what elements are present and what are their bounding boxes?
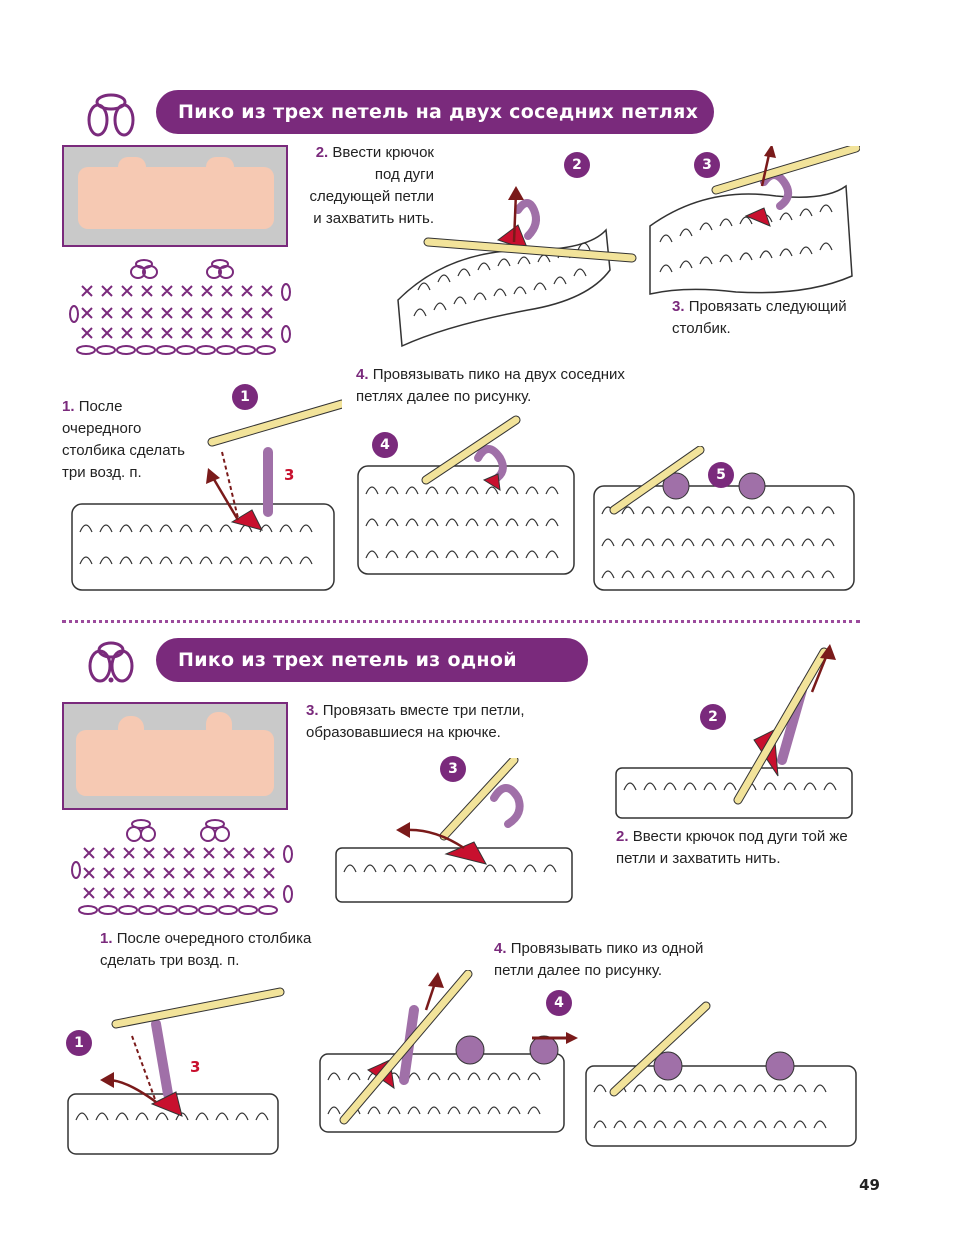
crochet-swatch: [76, 730, 274, 796]
step-text: Ввести крючок под дуги следующей петли и…: [309, 144, 434, 227]
crochet-swatch: [78, 167, 274, 229]
section2-step1-illustration: [67, 987, 285, 1155]
picot-bump: [206, 712, 232, 736]
section2-badge-3: 3: [440, 756, 466, 782]
section2-step3-illustration: [335, 758, 573, 903]
section1-badge-2: 2: [564, 152, 590, 178]
picot-bump: [118, 157, 146, 177]
step-number: 3.: [306, 702, 319, 719]
section1-step2-illustration: [397, 186, 637, 348]
step-text: Ввести крючок под дуги той же петли и за…: [616, 828, 848, 867]
section2-step2-caption: 2. Ввести крючок под дуги той же петли и…: [616, 826, 860, 870]
step-number: 4.: [494, 940, 507, 957]
step-number: 2.: [315, 144, 329, 161]
section1-badge-1: 1: [232, 384, 258, 410]
step-number: 4.: [356, 366, 369, 383]
step-text: После очередного столбика сделать три во…: [100, 930, 312, 969]
step-number: 3.: [672, 298, 685, 315]
section1-badge-3: 3: [694, 152, 720, 178]
section1-sample-photo: [62, 145, 288, 247]
section2-badge-1: 1: [66, 1030, 92, 1056]
picot-bump: [206, 157, 234, 177]
chain-count-label: 3: [190, 1058, 201, 1076]
step-text: Провязывать пико на двух соседних петлях…: [356, 366, 625, 405]
step-text: После очередного столбика сделать три во…: [62, 398, 185, 481]
arrow-right-icon: [532, 1032, 578, 1044]
page-number: 49: [859, 1176, 880, 1194]
section1-badge-4: 4: [372, 432, 398, 458]
step-number: 1.: [100, 930, 113, 947]
section2-title: Пико из трех петель из одной петли: [156, 638, 588, 715]
section1-title: Пико из трех петель на двух соседних пет…: [156, 90, 714, 134]
section2-step4b-illustration: [585, 1001, 857, 1147]
section2-step4a-illustration: [319, 970, 565, 1133]
step-number: 2.: [616, 828, 629, 845]
section1-stitch-chart: [69, 259, 291, 355]
section2-step3-caption: 3. Провязать вместе три петли, образовав…: [306, 700, 556, 744]
section1-step3-caption: 3. Провязать следующий столбик.: [672, 296, 858, 340]
section-divider: [62, 620, 860, 623]
section1-step3-illustration: [649, 146, 860, 295]
section1-step1-illustration: [71, 399, 342, 591]
section1-step4-illustration: [357, 415, 575, 575]
section2-badge-2: 2: [700, 704, 726, 730]
step-text: Провязать вместе три петли, образовавшие…: [306, 702, 525, 741]
section1-step5-illustration: [593, 446, 855, 591]
section2-step4-caption: 4. Провязывать пико из одной петли далее…: [494, 938, 744, 982]
section1-badge-5: 5: [708, 462, 734, 488]
section2-sample-photo: [62, 702, 288, 810]
section1-step1-caption: 1. После очередного столбика сделать три…: [62, 396, 202, 484]
picot-symbol-icon: [87, 93, 135, 137]
picot-bump: [118, 716, 144, 738]
section2-badge-4: 4: [546, 990, 572, 1016]
picot-symbol-icon: [88, 641, 134, 683]
step-text: Провязать следующий столбик.: [672, 298, 847, 337]
step-text: Провязывать пико из одной петли далее по…: [494, 940, 704, 979]
chain-count-label: 3: [284, 466, 295, 484]
section2-step2-illustration: [615, 644, 853, 819]
section1-step2-caption: 2. Ввести крючок под дуги следующей петл…: [300, 142, 434, 230]
step-number: 1.: [62, 398, 75, 415]
section1-step4-caption: 4. Провязывать пико на двух соседних пет…: [356, 364, 646, 408]
section2-step1-caption: 1. После очередного столбика сделать три…: [100, 928, 340, 972]
section2-stitch-chart: [71, 819, 293, 915]
